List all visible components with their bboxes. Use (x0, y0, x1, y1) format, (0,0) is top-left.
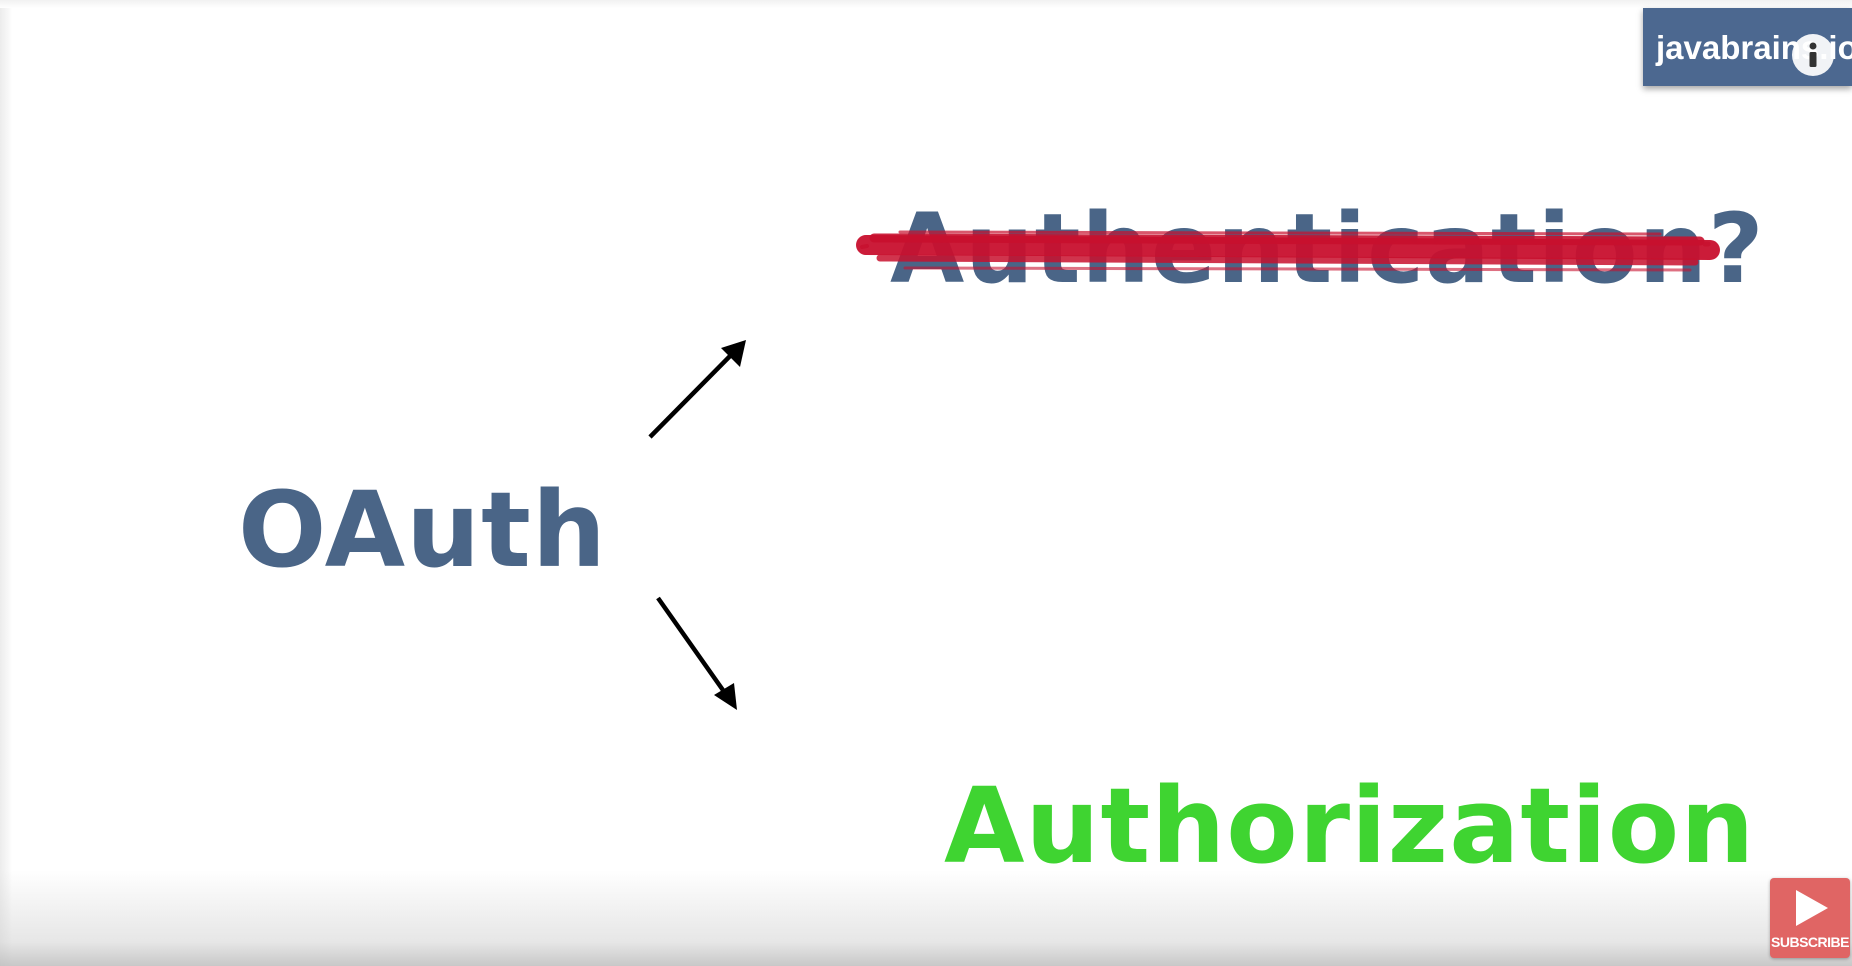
subscribe-button[interactable]: SUBSCRIBE (1770, 878, 1850, 958)
left-edge-shadow (0, 0, 12, 966)
info-button[interactable] (1792, 34, 1834, 76)
oauth-label: OAuth (238, 469, 607, 591)
authorization-label: Authorization (944, 765, 1756, 887)
arrow-down-right-icon (656, 596, 737, 710)
top-edge-shadow (0, 0, 1852, 8)
authentication-label: Authentication? (890, 193, 1765, 305)
subscribe-label: SUBSCRIBE (1771, 934, 1849, 950)
info-icon (1809, 42, 1817, 67)
arrow-up-right-icon (648, 340, 746, 439)
play-icon (1796, 890, 1828, 926)
